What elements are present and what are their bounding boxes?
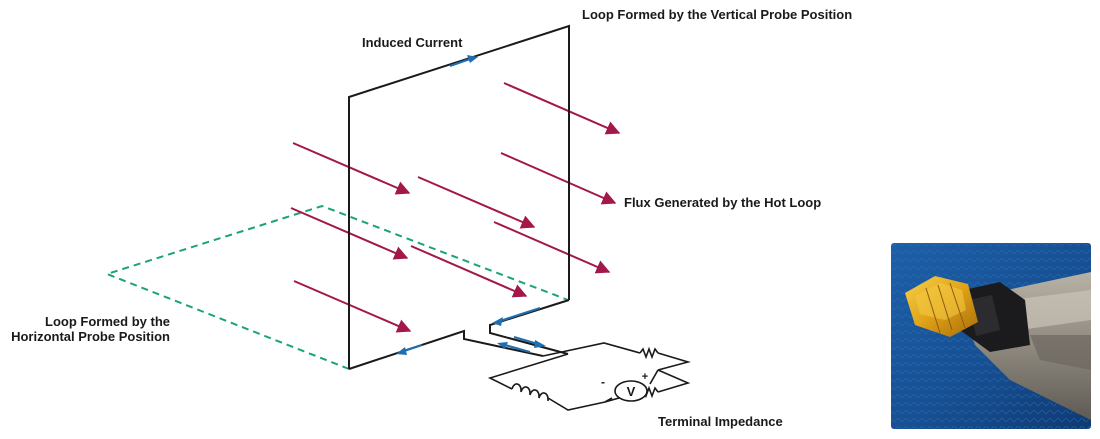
flux-arrow [292,142,411,195]
current-arrow [513,335,546,348]
terminal-impedance-label: Terminal Impedance [658,414,783,429]
horizontal-probe-loop [104,204,569,370]
current-arrow [449,55,478,68]
current-arrow [396,343,423,355]
vertical-probe-loop [348,24,570,370]
flux-arrow [293,280,412,333]
current-arrow [492,306,541,326]
flux-arrow [417,176,536,229]
horizontal-loop-label: Loop Formed by the Horizontal Probe Posi… [8,314,170,344]
resistor-top [639,346,659,360]
horizontal-loop-label-line2: Horizontal Probe Position [11,329,170,344]
flux-label: Flux Generated by the Hot Loop [624,195,822,210]
voltmeter-plus: + [642,371,648,383]
voltmeter: V + - [601,371,648,402]
probe-tip-photo [891,243,1091,429]
flux-arrow [503,82,621,135]
voltmeter-symbol: V [627,384,636,399]
current-arrow [497,342,531,354]
voltmeter-minus: - [601,375,605,389]
inductor [511,383,549,402]
induced-current-arrows [396,55,546,355]
vertical-loop-label: Loop Formed by the Vertical Probe Positi… [582,7,853,22]
horizontal-loop-label-line1: Loop Formed by the [45,314,170,329]
flux-arrow [410,245,528,298]
flux-arrow [500,152,617,205]
terminal-network [487,342,691,411]
flux-arrow [493,221,611,274]
induced-current-label: Induced Current [362,35,463,50]
